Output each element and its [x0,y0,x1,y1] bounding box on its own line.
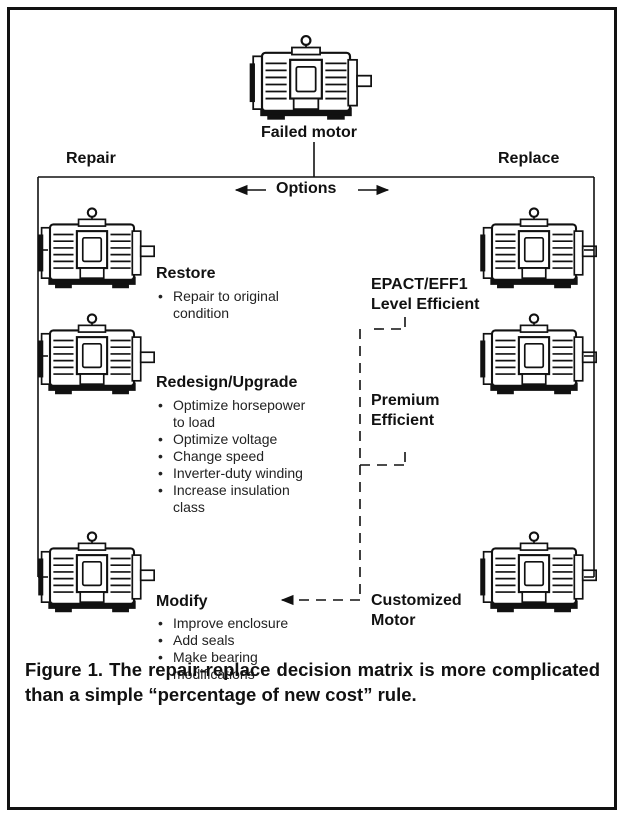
epact-motor-icon [479,207,598,290]
restore-title: Restore [156,265,216,282]
list-item: Optimize horsepower [156,397,305,414]
list-item: Increase insulation [156,482,305,499]
list-item: Add seals [156,632,288,649]
premium-motor-icon [479,313,598,396]
list-item: class [173,499,205,515]
list-item: condition [173,305,230,321]
customized-label-line1: Customized [371,592,462,609]
list-item: to load [173,414,216,430]
failed-motor-icon [248,34,373,121]
modify-list: Improve enclosure Add seals Make bearing… [156,615,288,683]
modify-title: Modify [156,593,208,610]
epact-label-line2: Level Efficient [371,296,480,313]
figure-caption: Figure 1. The repair-replace decision ma… [25,659,600,705]
repair-label: Repair [66,150,116,167]
list-item: modifications [173,666,255,682]
redesign-title: Redesign/Upgrade [156,374,298,391]
options-label: Options [276,180,337,197]
failed-motor-label: Failed motor [261,124,358,141]
list-item: Inverter-duty winding [156,465,305,482]
list-item: Improve enclosure [156,615,288,632]
list-item: Repair to original [156,288,279,305]
premium-label-line1: Premium [371,392,440,409]
customized-label-line2: Motor [371,612,416,629]
redesign-list: Optimize horsepower to load Optimize vol… [156,397,305,516]
redesign-motor-icon [37,313,156,396]
epact-label-line1: EPACT/EFF1 [371,276,468,293]
tree-connectors [37,142,595,578]
restore-motor-icon [37,207,156,290]
list-item: Make bearing [156,649,288,666]
modify-motor-icon [37,531,156,614]
list-item: Change speed [156,448,305,465]
customized-motor-icon [479,531,598,614]
dashed-connectors [359,317,406,600]
figure-frame [7,7,617,810]
premium-label-line2: Efficient [371,412,435,429]
list-item: Optimize voltage [156,431,305,448]
restore-list: Repair to original condition [156,288,279,322]
replace-label: Replace [498,150,560,167]
